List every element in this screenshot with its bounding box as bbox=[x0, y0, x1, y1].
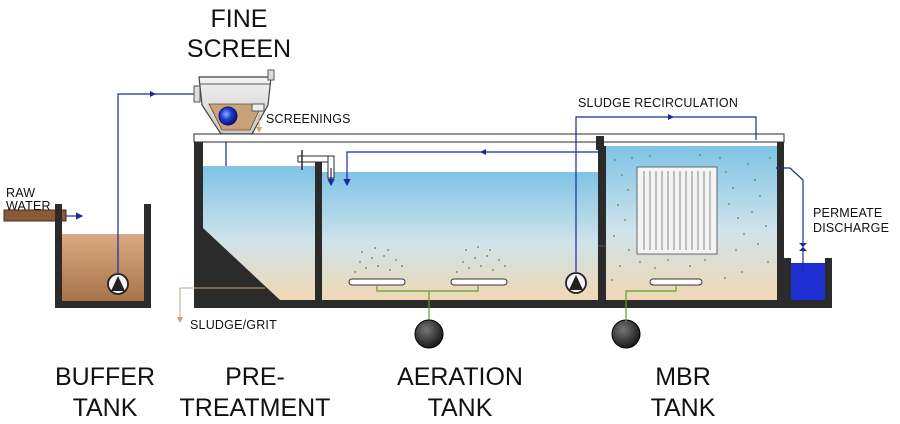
return-to-aeration-line bbox=[343, 151, 598, 187]
basin-top-rim bbox=[193, 133, 785, 143]
aeration-bubbles bbox=[354, 246, 506, 273]
sludge-recirculation-line bbox=[575, 116, 757, 273]
screenings-label: SCREENINGS bbox=[266, 112, 351, 126]
buffer-tank bbox=[55, 204, 151, 308]
raw-water-inlet-pipe bbox=[3, 209, 84, 222]
mbr-blower-icon bbox=[611, 319, 641, 349]
permeate-valve-icon bbox=[799, 243, 807, 251]
membrane-module bbox=[625, 166, 718, 322]
pretreatment-label: PRE- TREATMENT bbox=[179, 363, 331, 422]
feed-pipe bbox=[117, 93, 195, 274]
pretreatment-sludge-hopper bbox=[203, 228, 280, 300]
mbr-overflow-fitting bbox=[596, 136, 604, 150]
tank-walls bbox=[194, 138, 784, 308]
raw-water-label: RAW WATER bbox=[6, 186, 51, 213]
sludge-grit-label: SLUDGE/GRIT bbox=[190, 318, 277, 332]
aeration-blower-icon bbox=[414, 319, 444, 349]
permeate-line bbox=[776, 167, 804, 270]
aeration-diffusers bbox=[348, 278, 508, 322]
permeate-tank bbox=[784, 258, 832, 308]
permeate-discharge-label: PERMEATE DISCHARGE bbox=[813, 206, 890, 235]
sludge-recirculation-label: SLUDGE RECIRCULATION bbox=[578, 96, 739, 110]
sludge-grit-line bbox=[177, 287, 265, 323]
buffer-pump-icon bbox=[107, 273, 129, 295]
fine-screen-label: FINE SCREEN bbox=[186, 5, 292, 63]
aeration-tank-label: AERATION TANK bbox=[397, 363, 523, 422]
mbr-bubbles bbox=[611, 154, 771, 281]
sludge-recirculation-pump-icon bbox=[565, 272, 587, 294]
mbr-tank-label: MBR TANK bbox=[650, 363, 716, 422]
buffer-tank-label: BUFFER TANK bbox=[55, 363, 155, 422]
